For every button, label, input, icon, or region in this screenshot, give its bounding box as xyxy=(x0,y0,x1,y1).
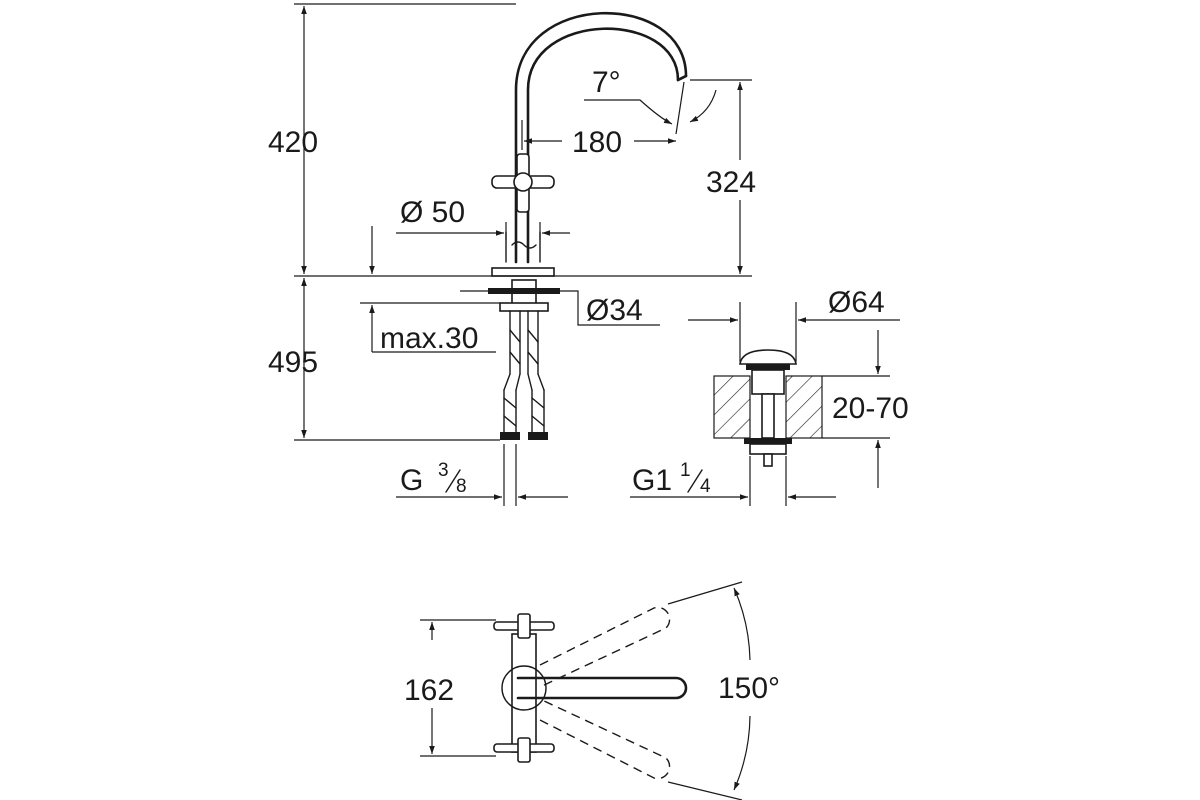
waste-stem xyxy=(761,393,775,439)
label-d50: Ø 50 xyxy=(400,196,465,229)
label-d34: Ø34 xyxy=(586,294,643,327)
waste-body xyxy=(751,369,785,395)
supply-hoses xyxy=(500,310,548,440)
base-flange xyxy=(491,267,555,277)
waste-body-top xyxy=(746,364,790,370)
waste-cap xyxy=(739,349,797,365)
dim-body-diameter: Ø 50 xyxy=(396,196,570,240)
label-g1-den: 4 xyxy=(700,476,711,497)
label-g: G xyxy=(400,464,423,497)
dim-connection-thread: G 3 8 xyxy=(396,444,568,506)
label-7deg: 7° xyxy=(592,66,621,99)
basin-section-left xyxy=(713,375,751,439)
label-g-den: 8 xyxy=(456,476,467,497)
dim-max-thickness: max.30 xyxy=(360,302,500,355)
mounting-nut xyxy=(499,302,549,312)
label-324: 324 xyxy=(706,166,756,199)
mounting-plate xyxy=(488,288,560,294)
label-max30: max.30 xyxy=(380,322,478,355)
label-20-70: 20-70 xyxy=(832,392,909,425)
plan-body xyxy=(511,633,537,753)
label-d64: Ø64 xyxy=(828,286,885,319)
spout-tip xyxy=(676,74,688,82)
waste-nut xyxy=(744,438,792,444)
dim-spout-height: 324 xyxy=(690,79,756,274)
dim-spout-angle: 7° xyxy=(584,66,717,135)
spout-position-right xyxy=(539,699,671,780)
plan-view: 162 150° xyxy=(404,581,780,800)
handle-hub xyxy=(513,172,533,192)
spout-position-left xyxy=(539,606,671,687)
label-g1: G1 xyxy=(632,464,672,497)
label-420: 420 xyxy=(268,126,318,159)
label-180: 180 xyxy=(572,126,622,159)
label-495: 495 xyxy=(268,346,318,379)
waste-view: Ø64 20-70 G1 1 4 xyxy=(630,286,909,506)
label-g1-num: 1 xyxy=(680,460,691,481)
dim-lower-height: 495 xyxy=(268,278,500,441)
dim-total-height: 420 xyxy=(268,3,516,274)
body-break xyxy=(505,231,541,263)
basin-section-right xyxy=(785,375,823,439)
plan-spout xyxy=(516,676,688,700)
label-150deg: 150° xyxy=(718,672,780,705)
dim-spout-reach: 180 xyxy=(521,120,676,159)
plan-outline xyxy=(501,665,547,711)
waste-pin xyxy=(763,453,773,467)
front-view-faucet xyxy=(488,11,688,440)
waste-tail xyxy=(749,443,787,455)
dim-hole-diameter: Ø34 xyxy=(460,288,660,327)
label-g-num: 3 xyxy=(438,460,449,481)
label-162: 162 xyxy=(404,674,454,707)
